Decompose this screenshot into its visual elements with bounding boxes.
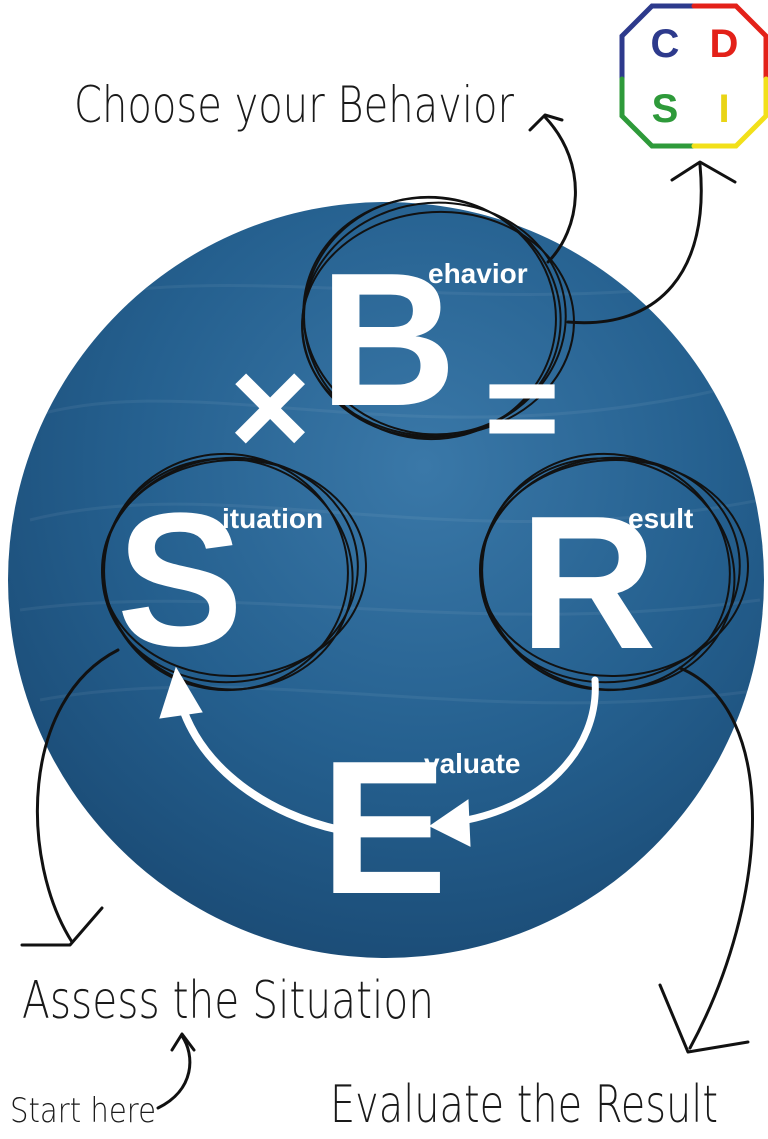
arrow-r-to-e-head bbox=[429, 799, 471, 847]
result-sketch-circle bbox=[479, 452, 749, 692]
result-word: esult bbox=[628, 503, 693, 534]
cycle-arrows bbox=[159, 666, 599, 847]
background-circle bbox=[8, 202, 764, 958]
arrow-r-to-e bbox=[451, 676, 599, 826]
arrow-behavior-to-choose bbox=[543, 115, 577, 264]
logo-edge-s bbox=[619, 76, 697, 149]
arrow-result-to-evaluate-head bbox=[658, 983, 750, 1054]
logo-letter-s: S bbox=[652, 87, 679, 131]
arrow-start-to-assess-head bbox=[170, 1032, 196, 1052]
choose-behavior-label: Choose your Behavior bbox=[74, 76, 514, 134]
evaluate-word: valuate bbox=[424, 748, 521, 779]
arrow-start-to-assess bbox=[156, 1034, 192, 1110]
situation-sketch-circle bbox=[101, 452, 367, 692]
arrow-behavior-to-logo bbox=[566, 163, 703, 325]
situation-letter: S bbox=[117, 474, 244, 686]
start-here-label: Start here bbox=[10, 1091, 156, 1131]
logo-letter-i: I bbox=[718, 87, 729, 131]
behavior-word: ehavior bbox=[428, 258, 528, 289]
behavior-letter: B bbox=[319, 234, 456, 446]
arrow-behavior-to-choose-head bbox=[528, 113, 564, 132]
situation-word: ituation bbox=[222, 503, 323, 534]
logo-edge-c bbox=[619, 3, 697, 82]
arrow-situation-to-assess-head bbox=[20, 906, 104, 947]
behavior-sketch-circle bbox=[301, 195, 575, 441]
arrow-result-to-evaluate bbox=[678, 666, 754, 1050]
cdsi-logo: C D S I bbox=[619, 3, 768, 149]
times-operator: × bbox=[229, 328, 311, 485]
arrow-e-to-s-head bbox=[159, 666, 203, 719]
logo-letter-c: C bbox=[651, 22, 680, 66]
logo-edge-i bbox=[691, 76, 768, 149]
arrow-behavior-to-logo-head bbox=[670, 160, 737, 184]
arrow-e-to-s bbox=[176, 696, 344, 834]
logo-letter-d: D bbox=[710, 22, 739, 66]
evaluate-result-label: Evaluate the Result bbox=[330, 1075, 718, 1135]
circle-texture bbox=[19, 278, 761, 705]
equals-operator: = bbox=[484, 334, 560, 480]
result-letter: R bbox=[519, 477, 656, 689]
arrow-situation-to-assess bbox=[36, 648, 120, 944]
assess-situation-label: Assess the Situation bbox=[22, 971, 434, 1031]
logo-edge-d bbox=[691, 3, 768, 82]
